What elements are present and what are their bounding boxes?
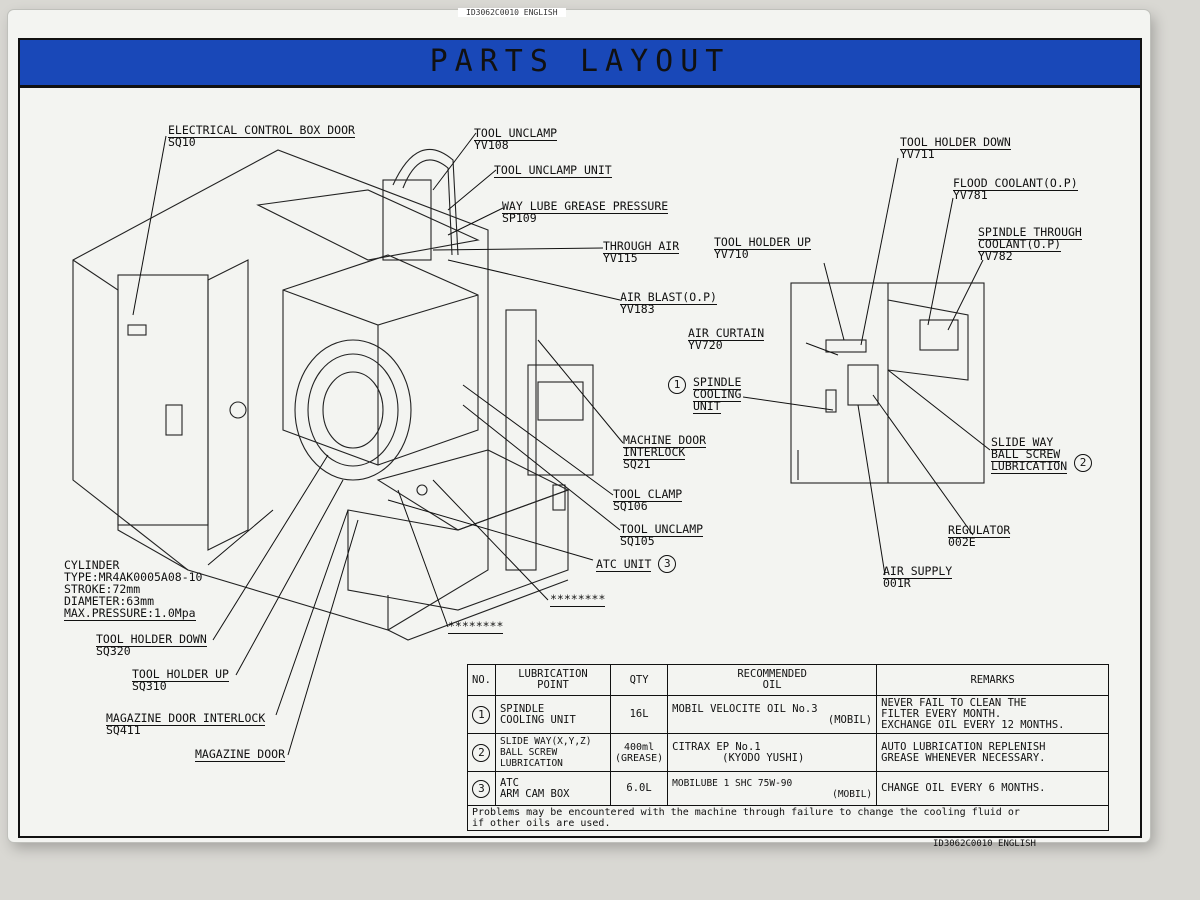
control-box-door <box>117 274 209 526</box>
detail-panel <box>790 282 985 484</box>
cable-carrier <box>392 149 459 256</box>
machine-drawing <box>72 132 991 756</box>
col-remarks: REMARKS <box>876 664 1109 696</box>
label-stars-1: ******** <box>550 592 606 607</box>
machine-enclosure <box>72 149 489 631</box>
label-magazine-door: MAGAZINE DOOR <box>195 747 286 762</box>
diagram-frame: PARTS LAYOUT <box>18 38 1142 838</box>
machine-table <box>376 449 570 531</box>
label-flood-coolant: FLOOD COOLANT(O.P)YV781 <box>953 176 1078 202</box>
title-bar: PARTS LAYOUT <box>20 40 1140 88</box>
label-tool-unclamp-unit: TOOL UNCLAMP UNIT <box>494 163 612 178</box>
col-qty: QTY <box>609 664 669 696</box>
table-note: Problems may be encountered with the mac… <box>467 805 1109 831</box>
tool-magazine <box>294 339 412 481</box>
col-no: NO. <box>467 664 496 696</box>
machine-door <box>527 364 594 476</box>
label-stars-2: ******** <box>448 619 504 634</box>
spindle-head <box>282 254 479 466</box>
page-title: PARTS LAYOUT <box>429 44 731 79</box>
label-air-blast: AIR BLAST(O.P)YV183 <box>620 290 717 316</box>
top-edge-code: ID3062C0010 ENGLISH <box>458 8 566 17</box>
label-atc-unit: ATC UNIT 3 <box>596 555 677 573</box>
footer-code: ID3062C0010 ENGLISH <box>933 839 1036 849</box>
parts-layout-plate: ID3062C0010 ENGLISH PARTS LAYOUT <box>8 8 1150 849</box>
table-note-row: Problems may be encountered with the mac… <box>467 805 1109 831</box>
